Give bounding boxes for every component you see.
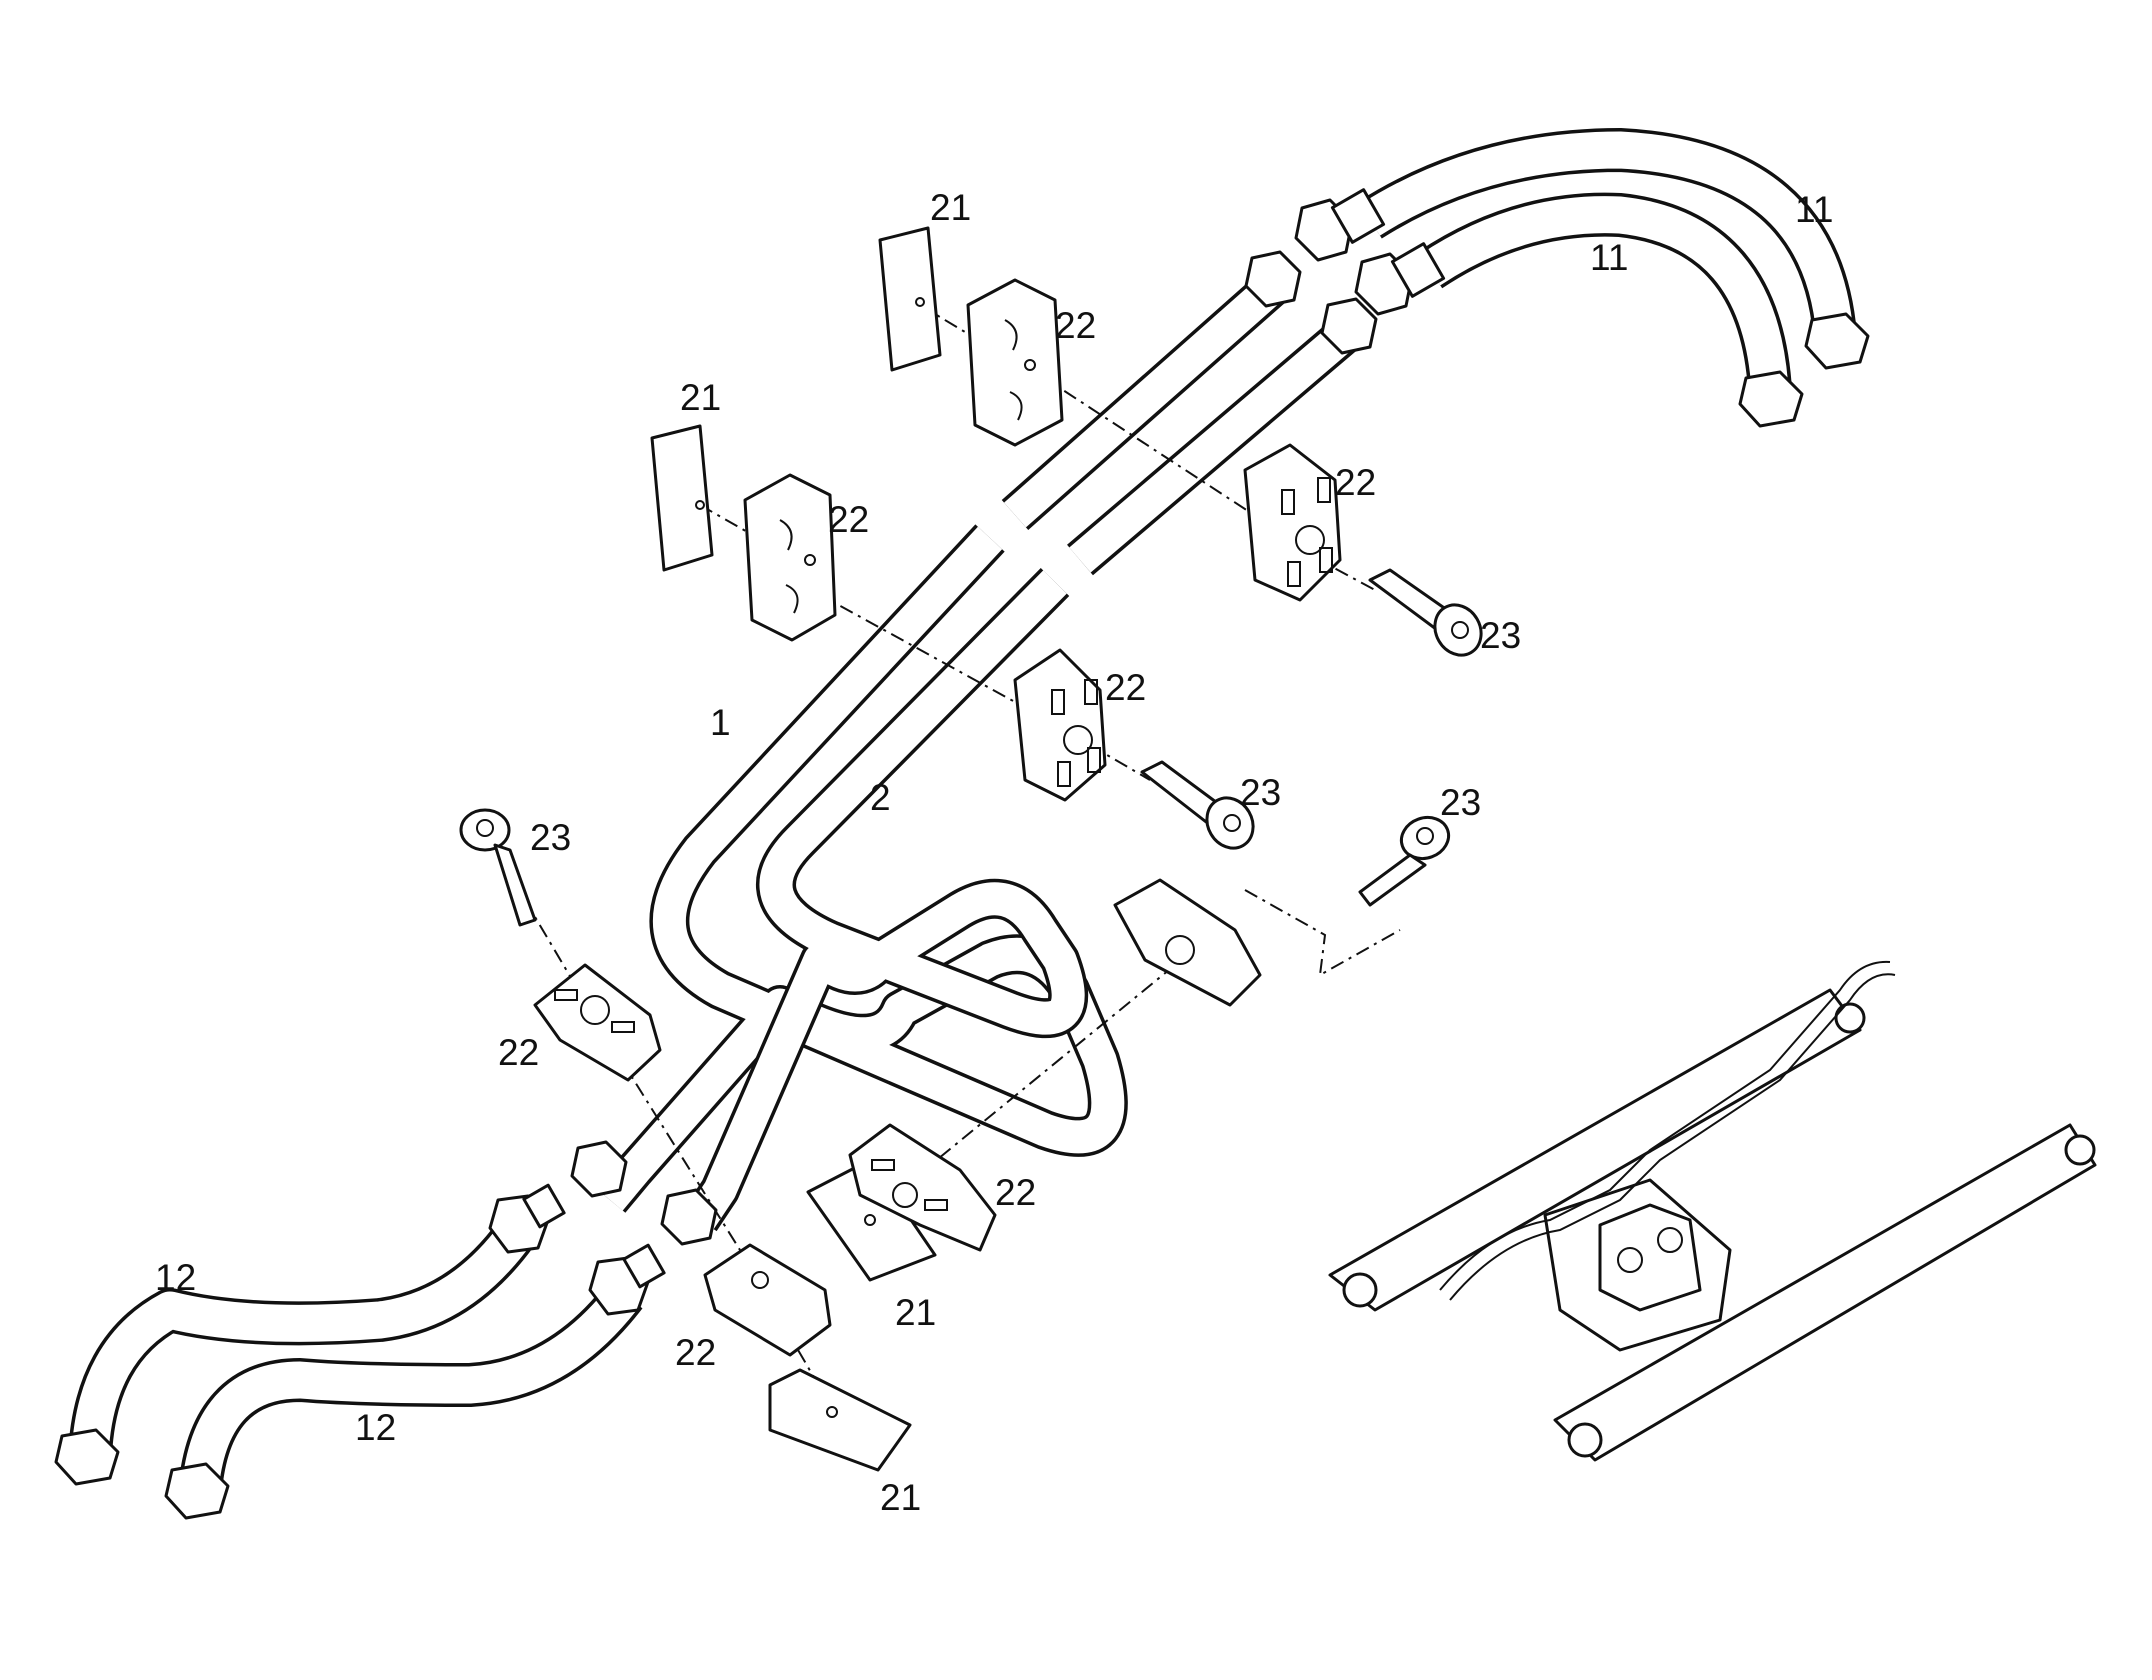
callout-plate-21-c: 21 — [895, 1292, 936, 1333]
callout-hose-12-b: 12 — [355, 1407, 396, 1448]
callout-plate-21-b: 21 — [680, 377, 721, 418]
callout-clamp-22-b: 22 — [828, 499, 869, 540]
callout-screw-23-b: 23 — [1240, 772, 1281, 813]
callout-plate-21-a: 21 — [930, 187, 971, 228]
callout-clamp-22-c: 22 — [1335, 462, 1376, 503]
plate-21-bottom — [768, 1368, 912, 1472]
clamp-22-lower-left — [533, 963, 662, 1082]
callout-clamp-22-d: 22 — [1105, 667, 1146, 708]
screw-23-right — [1358, 815, 1451, 907]
plate-21-left — [650, 424, 714, 572]
screw-23-left — [459, 808, 537, 927]
hose-12-lower — [164, 1243, 666, 1520]
screw-23-upper-right — [1368, 568, 1483, 657]
callout-screw-23-a: 23 — [1480, 615, 1521, 656]
plate-21-bottom-center — [806, 1158, 937, 1282]
callout-clamp-22-f: 22 — [995, 1172, 1036, 1213]
callout-hose-12-a: 12 — [155, 1257, 196, 1298]
callout-hose-11-b: 11 — [1590, 237, 1628, 278]
pipe-1 — [594, 270, 1289, 1213]
hose-12-upper — [54, 1183, 566, 1486]
callout-pipe-1: 1 — [710, 702, 731, 743]
pipe-2 — [683, 314, 1363, 1232]
callout-hose-11-a: 11 — [1795, 189, 1833, 230]
callout-plate-21-d: 21 — [880, 1477, 921, 1518]
clamp-22-center — [1013, 648, 1107, 802]
hose-11-upper — [1294, 128, 1870, 370]
callout-screw-23-d: 23 — [1440, 782, 1481, 823]
plate-21-top — [878, 226, 942, 372]
clamp-22-bottom — [703, 1243, 832, 1357]
clamp-22-lower-center — [848, 1123, 997, 1252]
callout-clamp-22-g: 22 — [675, 1332, 716, 1373]
callout-clamp-22-a: 22 — [1055, 305, 1096, 346]
hose-11-lower — [1354, 192, 1804, 428]
clamp-22-upper-right — [1113, 878, 1262, 1007]
screw-23-center — [1140, 760, 1255, 850]
callout-screw-23-c: 23 — [530, 817, 571, 858]
clamp-22-left — [743, 473, 837, 642]
callout-pipe-2: 2 — [870, 777, 891, 818]
callouts: 1 2 11 11 12 12 21 21 21 21 22 22 22 22 … — [155, 187, 1833, 1518]
callout-clamp-22-e: 22 — [498, 1032, 539, 1073]
clamp-22-top — [966, 278, 1064, 447]
boom-assembly-inset — [1328, 960, 2097, 1462]
pipe-end-nuts — [570, 250, 1378, 1246]
clamp-22-right-upper — [1243, 443, 1342, 602]
